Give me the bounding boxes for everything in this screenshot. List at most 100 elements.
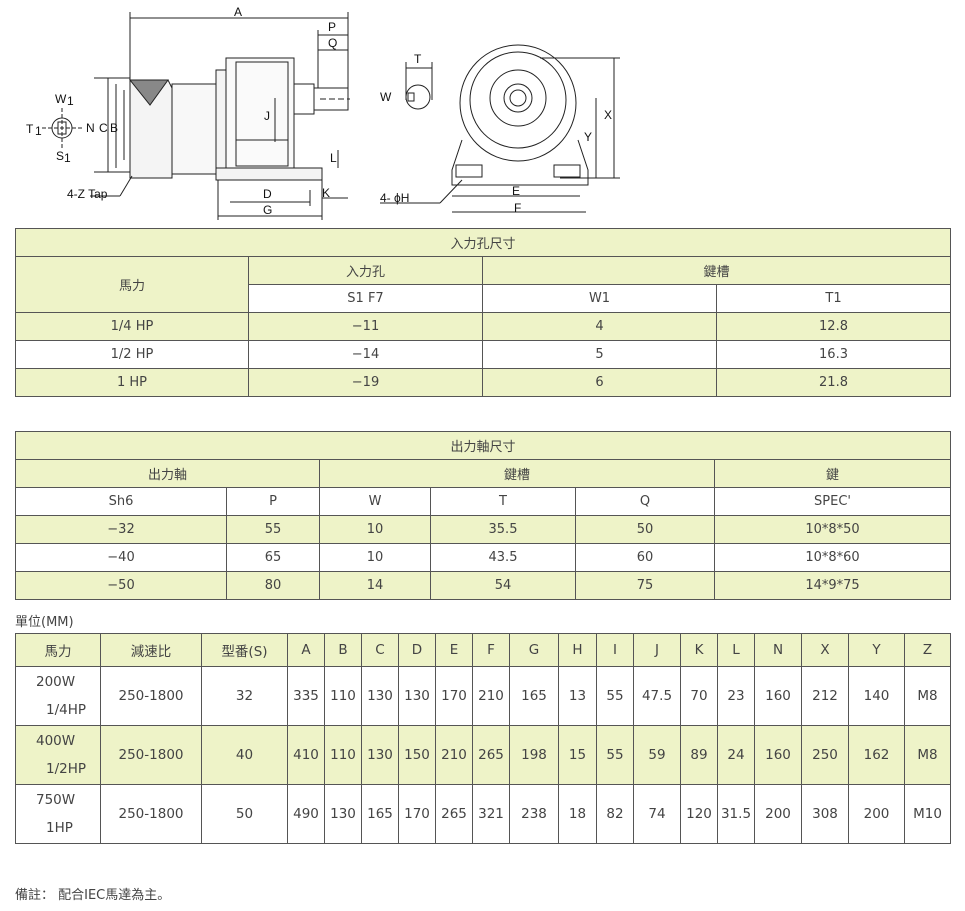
dim-label-c: C bbox=[99, 121, 108, 135]
dim-label-e: E bbox=[512, 184, 520, 198]
cell: 198 bbox=[509, 725, 559, 785]
cell: 250-1800 bbox=[100, 666, 202, 726]
dim-label-f: F bbox=[514, 201, 521, 215]
cell: 212 bbox=[801, 666, 849, 726]
cell: 200 bbox=[848, 784, 905, 844]
cell: 15 bbox=[558, 725, 597, 785]
input-col-w1: W1 bbox=[482, 284, 717, 313]
output-header-key: 鍵 bbox=[713, 459, 952, 488]
cell: 210 bbox=[435, 725, 473, 785]
cell: 43.5 bbox=[430, 543, 576, 572]
header-cell: G bbox=[509, 633, 559, 667]
cell: 10*8*60 bbox=[713, 543, 952, 572]
cell: 250 bbox=[801, 725, 849, 785]
header-cell: E bbox=[435, 633, 473, 667]
cell: −19 bbox=[248, 368, 483, 397]
cell: 14*9*75 bbox=[713, 571, 952, 600]
cell: 335 bbox=[287, 666, 325, 726]
cell: 74 bbox=[633, 784, 681, 844]
cell: 24 bbox=[717, 725, 755, 785]
cell: 120 bbox=[680, 784, 718, 844]
cell: 60 bbox=[575, 543, 715, 572]
output-col-t: T bbox=[430, 487, 576, 516]
gearbox-drawing: A P Q J L K D G N C B W 1 T 1 S 1 4-Z Ta… bbox=[26, 5, 620, 220]
cell: 170 bbox=[398, 784, 436, 844]
dim-label-n: N bbox=[86, 121, 95, 135]
cell: 50 bbox=[575, 515, 715, 544]
cell: 82 bbox=[596, 784, 634, 844]
input-table-title: 入力孔尺寸 bbox=[14, 228, 952, 257]
output-col-q: Q bbox=[575, 487, 715, 516]
header-cell: 減速比 bbox=[100, 633, 202, 667]
cell: 21.8 bbox=[715, 368, 952, 397]
header-cell: K bbox=[680, 633, 718, 667]
cell: 170 bbox=[435, 666, 473, 726]
input-col-s1: S1 F7 bbox=[248, 284, 483, 313]
dim-label-q: Q bbox=[328, 36, 337, 50]
cell: 54 bbox=[430, 571, 576, 600]
header-cell: 馬力 bbox=[15, 633, 101, 667]
cell: 12.8 bbox=[715, 312, 952, 341]
table-row: 1 HP −19 6 21.8 bbox=[15, 368, 952, 397]
cell: 65 bbox=[226, 543, 320, 572]
header-cell: C bbox=[361, 633, 399, 667]
cell: 1/4 HP bbox=[15, 312, 249, 341]
cell: 18 bbox=[558, 784, 597, 844]
dim-label-y: Y bbox=[584, 130, 592, 144]
cell: 1/2 HP bbox=[15, 340, 249, 369]
dim-label-b: B bbox=[110, 121, 118, 135]
header-cell: H bbox=[558, 633, 597, 667]
table-row: −32 55 10 35.5 50 10*8*50 bbox=[15, 515, 952, 544]
output-col-p: P bbox=[226, 487, 320, 516]
output-table-title: 出力軸尺寸 bbox=[14, 431, 952, 460]
cell: 40 bbox=[201, 725, 288, 785]
cell: 55 bbox=[226, 515, 320, 544]
note-text: 備註： 配合IEC馬達為主。 bbox=[15, 888, 171, 903]
input-header-hole: 入力孔 bbox=[248, 256, 483, 285]
cell: 490 bbox=[287, 784, 325, 844]
cell: 35.5 bbox=[430, 515, 576, 544]
dim-label-hole: 4- ϕH bbox=[380, 191, 409, 205]
cell: −32 bbox=[15, 515, 227, 544]
table-row: −50 80 14 54 75 14*9*75 bbox=[15, 571, 952, 600]
header-cell: I bbox=[596, 633, 634, 667]
cell: 55 bbox=[596, 725, 634, 785]
output-col-w: W bbox=[319, 487, 431, 516]
header-cell: Y bbox=[848, 633, 905, 667]
cell: 47.5 bbox=[633, 666, 681, 726]
header-cell: J bbox=[633, 633, 681, 667]
cell: 23 bbox=[717, 666, 755, 726]
cell: 165 bbox=[361, 784, 399, 844]
cell: 130 bbox=[361, 725, 399, 785]
horsepower-cell: 200W 1/4HP bbox=[15, 666, 101, 726]
cell: −14 bbox=[248, 340, 483, 369]
watt-label: 750W bbox=[36, 792, 76, 808]
cell: M8 bbox=[904, 725, 951, 785]
cell: 80 bbox=[226, 571, 320, 600]
cell: 32 bbox=[201, 666, 288, 726]
cell: 265 bbox=[472, 725, 510, 785]
dim-label-t: T bbox=[414, 52, 422, 66]
cell: 165 bbox=[509, 666, 559, 726]
watt-label: 200W bbox=[36, 674, 76, 690]
table-row: 1/2 HP −14 5 16.3 bbox=[15, 340, 952, 369]
output-shaft-table: 出力軸尺寸 出力軸 鍵槽 鍵 Sh6 P W T Q SPEC' −32 55 … bbox=[14, 431, 952, 600]
dim-label-g: G bbox=[263, 203, 272, 217]
cell: 70 bbox=[680, 666, 718, 726]
cell: 59 bbox=[633, 725, 681, 785]
cell: 10*8*50 bbox=[713, 515, 952, 544]
dimension-table: 馬力 減速比 型番(S) A B C D E F G H I J K L N X… bbox=[15, 633, 951, 844]
hp-label: 1HP bbox=[46, 820, 73, 836]
header-cell: L bbox=[717, 633, 755, 667]
dim-label-k: K bbox=[322, 186, 330, 200]
header-cell: X bbox=[801, 633, 849, 667]
output-header-shaft: 出力軸 bbox=[15, 459, 320, 488]
cell: −50 bbox=[15, 571, 227, 600]
cell: 265 bbox=[435, 784, 473, 844]
cell: 6 bbox=[482, 368, 717, 397]
cell: 16.3 bbox=[715, 340, 952, 369]
hp-label: 1/4HP bbox=[46, 702, 87, 718]
